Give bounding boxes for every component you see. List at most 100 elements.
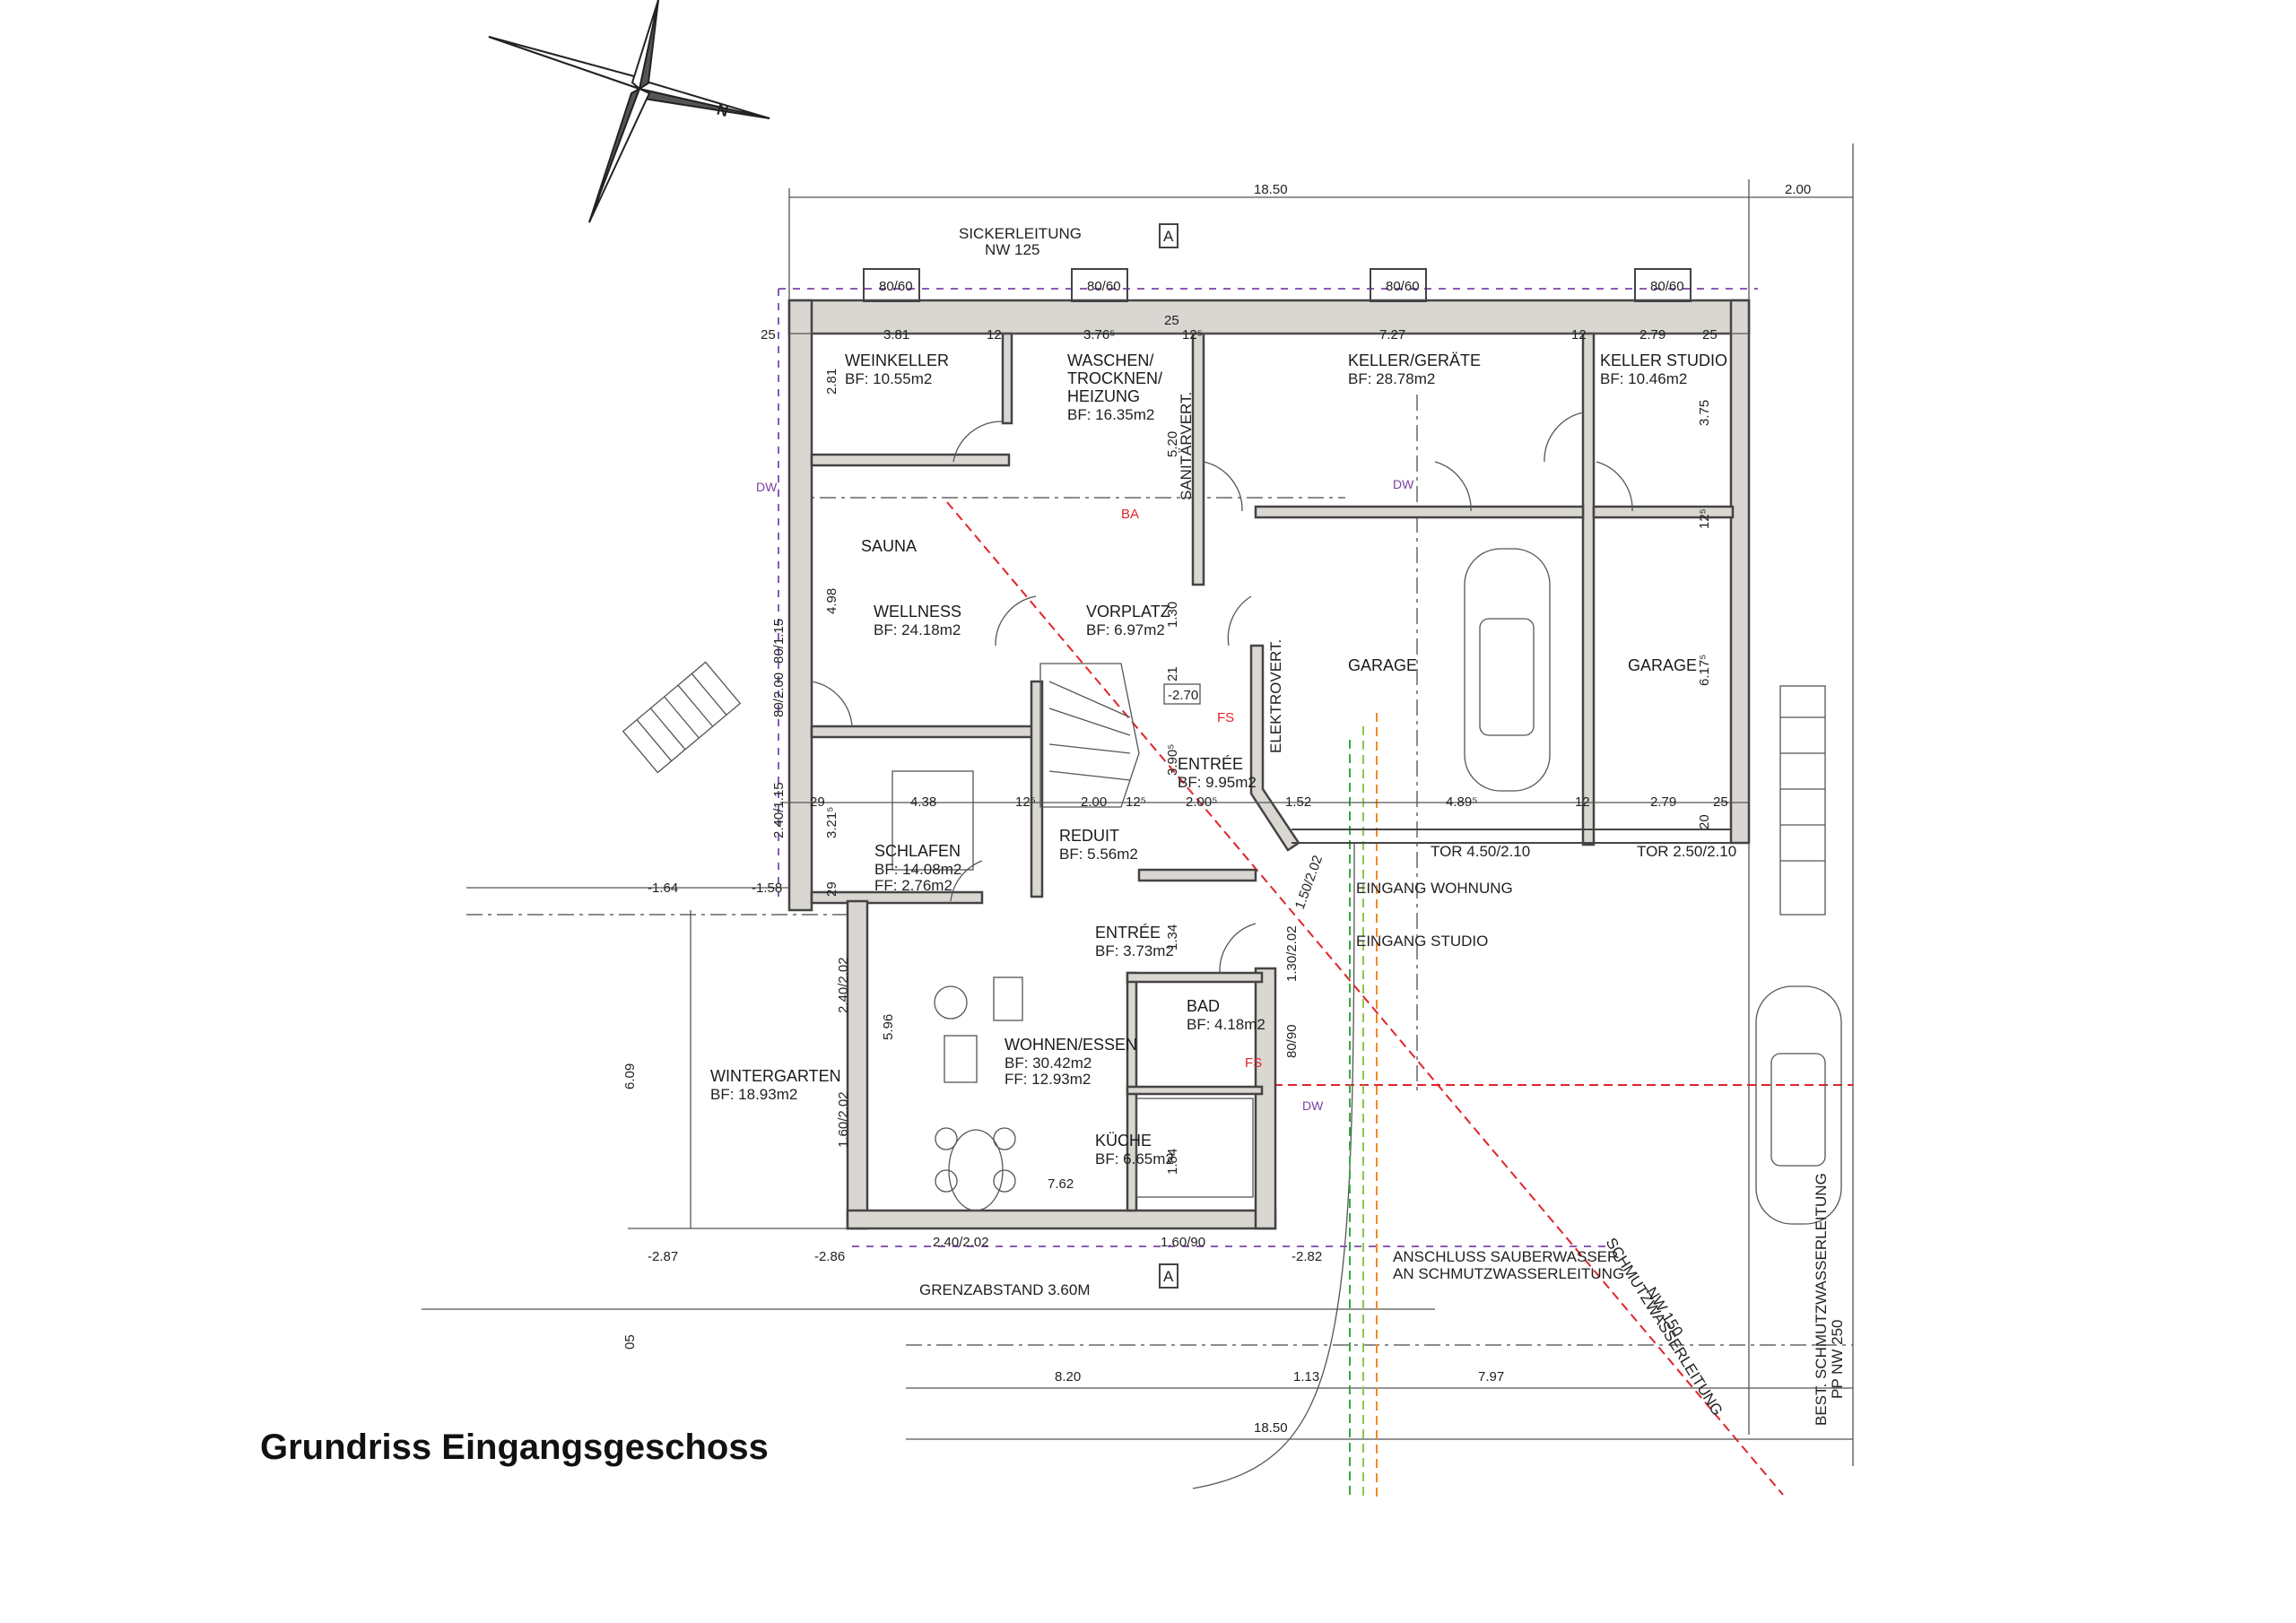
dimension: 2.00 (1081, 794, 1107, 810)
level-label: -1.58 (752, 881, 782, 896)
room-reduit: REDUIT (1059, 827, 1119, 845)
best-nw-label: PP NW 250 (1829, 1319, 1846, 1399)
best-schmutzwasserleitung-label: BEST. SCHMUTZWASSERLEITUNG (1813, 1173, 1830, 1426)
opening-dimension: 2.40/1.15 (771, 782, 787, 838)
dimension: 05 (622, 1334, 638, 1350)
sickerleitung-nw-label: NW 125 (985, 241, 1039, 258)
area-label: BF: 16.35m2 (1067, 406, 1154, 423)
dimension: 7.62 (1048, 1176, 1074, 1192)
dw-label: DW (756, 480, 778, 494)
level-label: -2.86 (814, 1249, 845, 1264)
dimension: 3.81 (883, 327, 909, 343)
dimension: 25 (761, 327, 776, 343)
dimension: 21 (1165, 666, 1180, 681)
room-wintergarten: WINTERGARTEN (710, 1067, 841, 1085)
sanitaervert-label: SANITÄRVERT. (1178, 392, 1195, 500)
dimension: 8.20 (1055, 1369, 1081, 1384)
tor-label: TOR 2.50/2.10 (1637, 843, 1736, 860)
level-label: -1.64 (648, 881, 678, 896)
room-bad: BAD (1187, 997, 1220, 1015)
anschluss-label-line2: AN SCHMUTZWASSERLEITUNG (1393, 1265, 1624, 1282)
room-vorplatz: VORPLATZ (1086, 603, 1170, 621)
area-label: BF: 6.65m2 (1095, 1150, 1174, 1167)
room-schlafen: SCHLAFEN (874, 842, 961, 860)
site-lines (422, 143, 1854, 1497)
dimension: 1.30 (1165, 602, 1180, 628)
dimension: 4.89⁵ (1446, 794, 1477, 810)
room-entree: ENTRÉE (1095, 924, 1161, 942)
dimension: 2.79 (1650, 794, 1676, 810)
dimension: 18.50 (1254, 1420, 1288, 1436)
room-wellness: WELLNESS (874, 603, 961, 621)
fs-label: FS (1217, 710, 1234, 725)
dimension: 5.20 (1165, 431, 1180, 457)
window-label: 80/60 (879, 279, 913, 294)
compass-rose-icon: N (488, 0, 770, 223)
area-label: BF: 28.78m2 (1348, 370, 1435, 387)
dimension: 3.76⁵ (1083, 327, 1115, 343)
dw-label: DW (1393, 477, 1414, 491)
window-label: 80/60 (1386, 279, 1420, 294)
opening-dimension: 80/1.15 (771, 619, 787, 664)
area-label: BF: 30.42m2 (1004, 1055, 1091, 1072)
area-label: BF: 5.56m2 (1059, 846, 1138, 863)
area-label: BF: 10.46m2 (1600, 370, 1687, 387)
area-label: BF: 18.93m2 (710, 1086, 797, 1103)
area-label: BF: 9.95m2 (1178, 774, 1257, 791)
dimension: 29 (824, 881, 839, 897)
area-label: FF: 2.76m2 (874, 877, 952, 894)
room-waschen-line2: TROCKNEN/ (1067, 369, 1162, 387)
opening-dimension: 2.40/2.02 (933, 1235, 989, 1250)
dimension: 6.09 (622, 1063, 638, 1089)
dimension: 1.13 (1293, 1369, 1319, 1384)
doors (811, 412, 1633, 974)
eingang-studio-label: EINGANG STUDIO (1356, 933, 1488, 950)
level-label: -2.82 (1292, 1249, 1322, 1264)
area-label: BF: 24.18m2 (874, 621, 961, 638)
dimension: 2.00⁵ (1186, 794, 1217, 810)
elektrovert-label: ELEKTROVERT. (1267, 639, 1284, 753)
dimension: 4.38 (910, 794, 936, 810)
dimension: 5.96 (881, 1014, 896, 1040)
plan-title: Grundriss Eingangsgeschoss (260, 1428, 769, 1467)
north-label: N (715, 101, 730, 121)
room-weinkeller: WEINKELLER (845, 352, 949, 369)
area-label: BF: 3.73m2 (1095, 942, 1174, 959)
room-entree: ENTRÉE (1178, 755, 1243, 773)
room-waschen: WASCHEN/ (1067, 352, 1153, 369)
sickerleitung-label: SICKERLEITUNG (959, 225, 1082, 242)
room-keller-studio: KELLER STUDIO (1600, 352, 1727, 369)
basement-windows: 80/60 80/60 80/60 80/60 (863, 268, 1692, 302)
room-waschen-line3: HEIZUNG (1067, 387, 1140, 405)
opening-dimension: 80/90 (1284, 1024, 1300, 1058)
room-sauna: SAUNA (861, 537, 917, 555)
dimension: 29 (810, 794, 825, 810)
walls (787, 299, 1751, 1230)
dimension: 1.34 (1165, 924, 1180, 950)
dimension: 18.50 (1254, 182, 1288, 197)
opening-dimension: 1.60/2.02 (836, 1091, 851, 1148)
dimension: 12 (987, 327, 1002, 343)
level-labels: -1.64 -1.58 -2.87 -2.86 -2.82 -2.70 (648, 683, 1322, 1264)
opening-dimension: 1.60/90 (1161, 1235, 1205, 1250)
dimension: 12⁵ (1697, 508, 1712, 529)
dimension: 25 (1164, 313, 1179, 328)
fs-label: FS (1245, 1055, 1262, 1071)
dimension: 20 (1697, 814, 1712, 829)
dimension: 3.21⁵ (824, 807, 839, 838)
stairs (622, 661, 1826, 916)
dimension: 1.52 (1285, 794, 1311, 810)
car-icon (1464, 548, 1551, 792)
dimension: 12 (1575, 794, 1590, 810)
dimension: 12⁵ (1126, 794, 1146, 810)
level-label: -2.70 (1168, 688, 1198, 703)
room-garage: GARAGE (1628, 656, 1697, 674)
car-icon (1755, 985, 1842, 1225)
dimension: 2.00 (1785, 182, 1811, 197)
level-label: -2.87 (648, 1249, 678, 1264)
dimension: 2.79 (1639, 327, 1665, 343)
area-label: FF: 12.93m2 (1004, 1071, 1091, 1088)
area-label: BF: 14.08m2 (874, 861, 961, 878)
opening-dimension: 1.50/2.02 (1292, 854, 1326, 912)
